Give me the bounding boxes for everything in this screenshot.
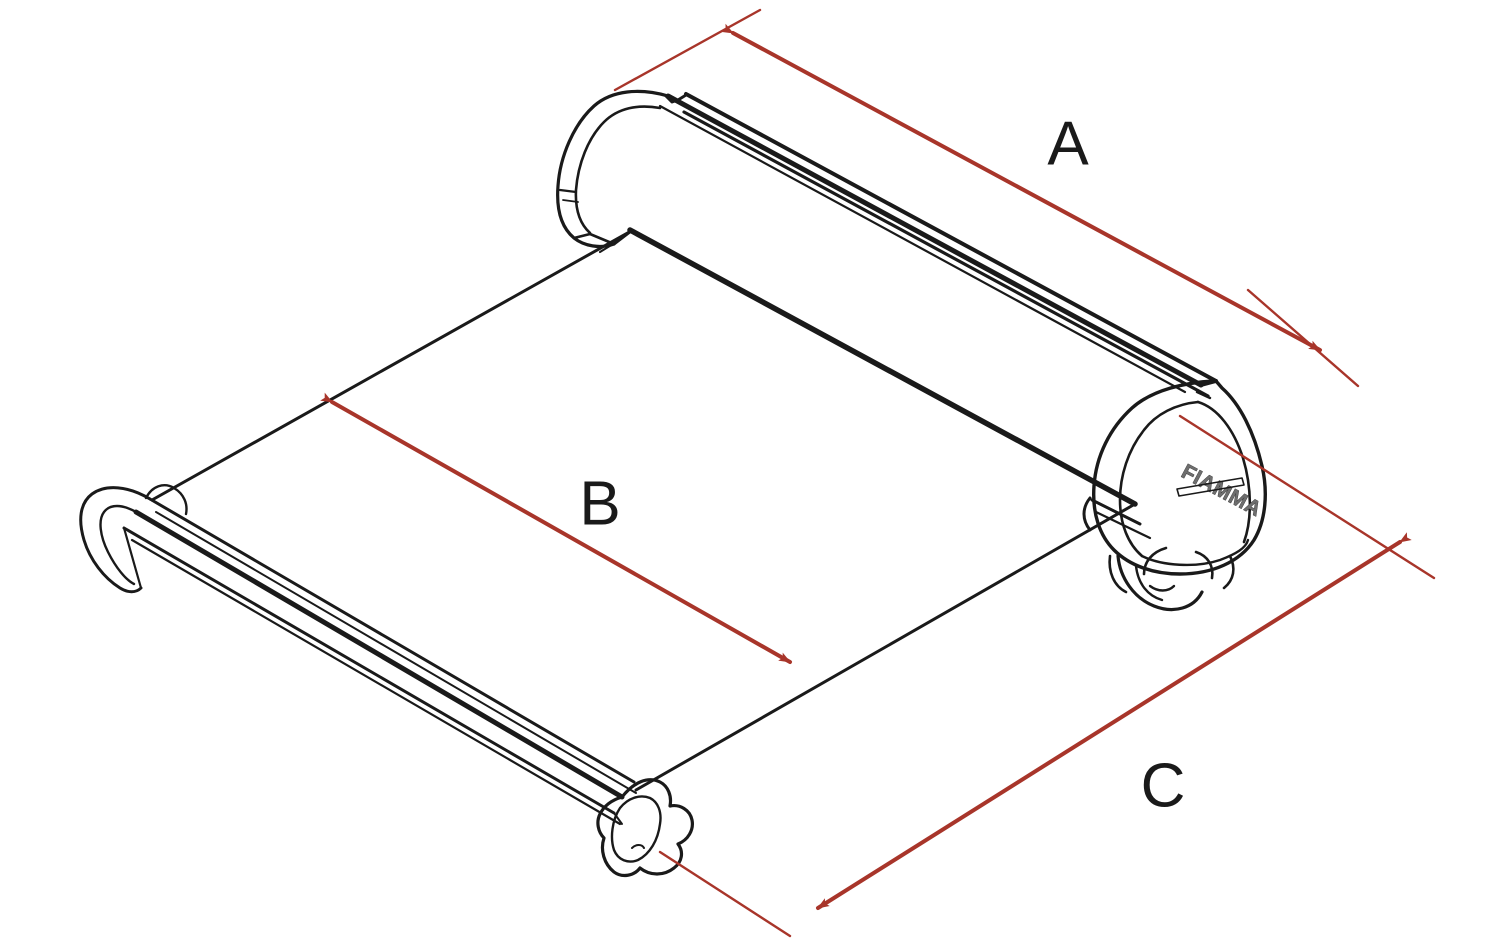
support-bracket bbox=[1082, 496, 1214, 612]
awning-drawing: FIAMMA bbox=[79, 89, 1267, 878]
roller-case bbox=[627, 92, 1218, 507]
dimension-a-extension-right bbox=[1246, 288, 1360, 388]
dimension-c-extension-left bbox=[658, 850, 792, 938]
dimension-c bbox=[658, 414, 1436, 938]
dimension-b bbox=[320, 392, 792, 664]
dimension-a-line bbox=[721, 23, 1322, 352]
lead-bar-left-cap bbox=[79, 484, 188, 594]
lead-bar-right-cap bbox=[596, 778, 694, 878]
lead-bar bbox=[122, 497, 637, 826]
dimension-a bbox=[613, 8, 1360, 388]
left-end-cap bbox=[556, 89, 670, 249]
dimension-label-b: B bbox=[579, 469, 620, 538]
dimension-label-c: C bbox=[1141, 751, 1186, 820]
dimension-c-line bbox=[816, 532, 1412, 910]
awning-fabric bbox=[150, 229, 1137, 792]
dimension-a-extension-left bbox=[613, 8, 762, 92]
dimension-b-line bbox=[320, 392, 792, 664]
fiamma-logo: FIAMMA bbox=[1176, 460, 1266, 522]
fiamma-logo-text: FIAMMA bbox=[1178, 460, 1266, 521]
dimension-labels: A B C bbox=[579, 109, 1185, 820]
dimension-label-a: A bbox=[1047, 109, 1089, 178]
dimension-annotations bbox=[320, 8, 1436, 938]
